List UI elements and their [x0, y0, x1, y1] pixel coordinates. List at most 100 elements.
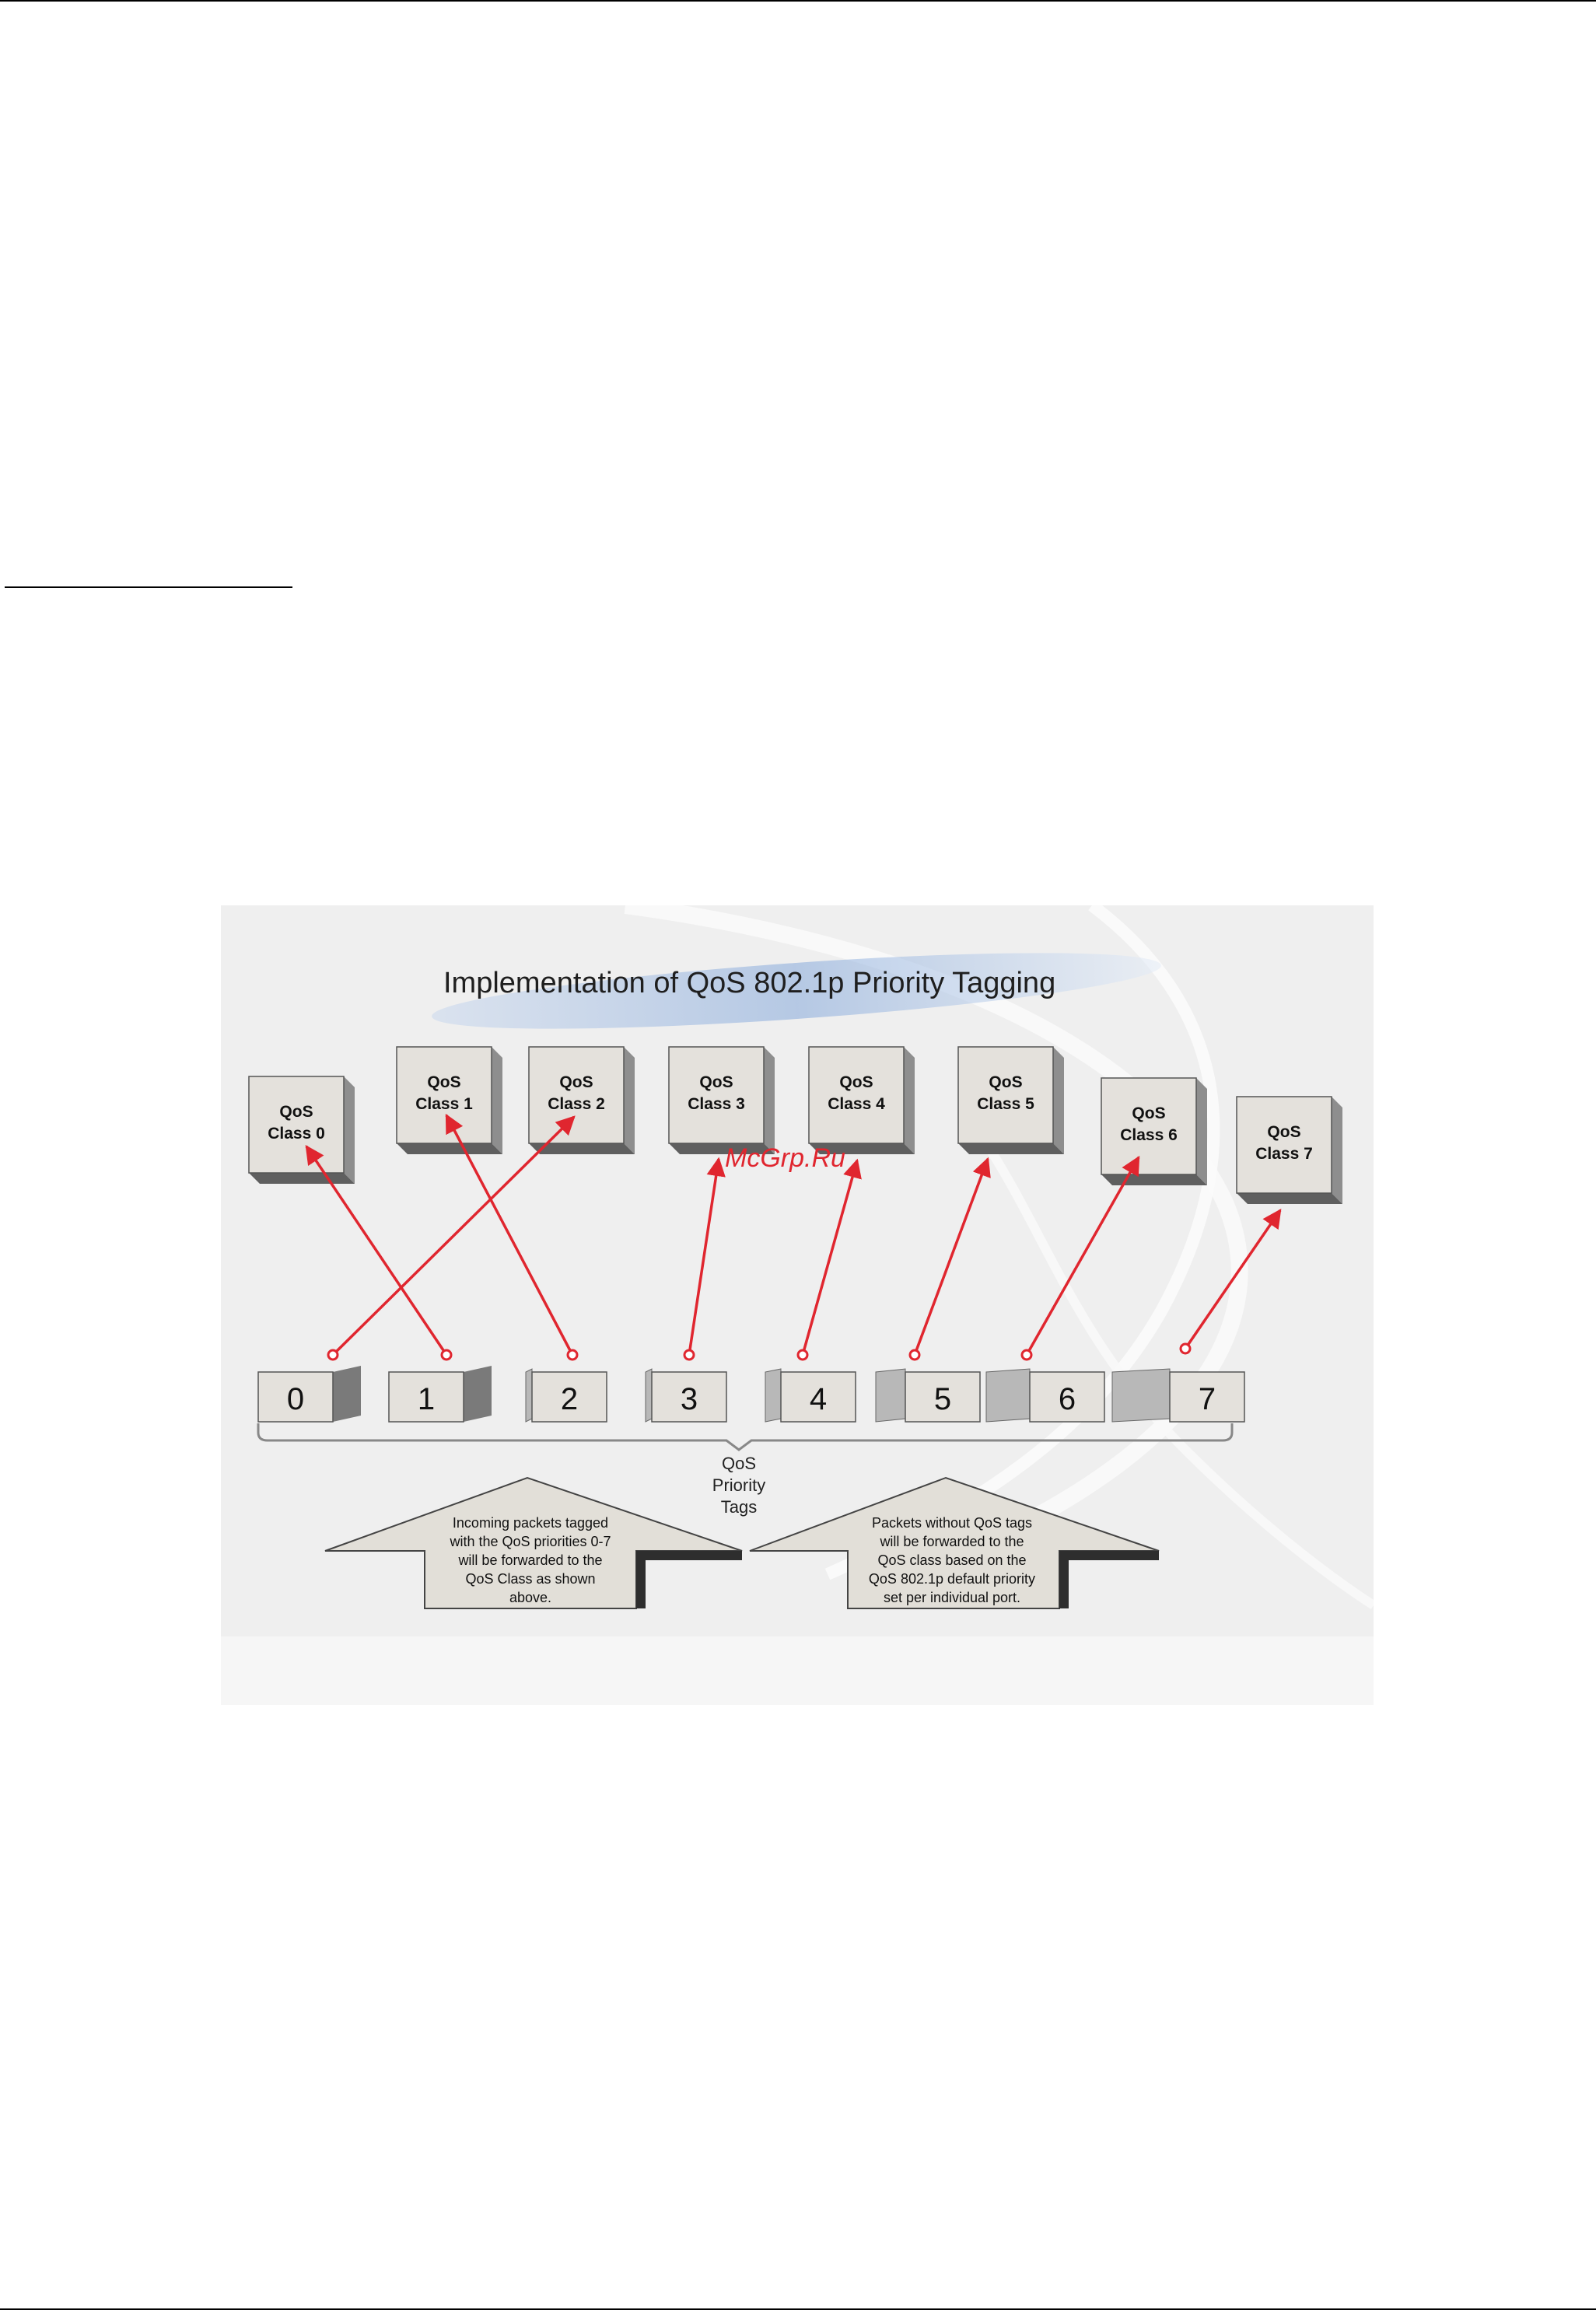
class-box-front	[248, 1076, 345, 1174]
priority-tag-label: 1	[418, 1382, 435, 1416]
class-box-side	[1332, 1097, 1342, 1204]
untagged-packets-note-shadow	[1059, 1551, 1159, 1608]
note-left-line: with the QoS priorities 0-7	[449, 1534, 611, 1549]
tag-group-label-line3: Tags	[721, 1497, 757, 1517]
class-box-label-line2: Class 2	[548, 1095, 605, 1113]
tagged-packets-note-shadow	[636, 1551, 742, 1608]
class-box-label-line2: Class 7	[1255, 1145, 1313, 1163]
tagged-packets-note: Incoming packets tagged with the QoS prio…	[449, 1515, 611, 1605]
tag-box-front	[780, 1371, 856, 1423]
mapping-arrow-tag-2	[445, 1113, 574, 1356]
priority-tag-label: 5	[934, 1382, 951, 1416]
tag-box-side	[875, 1368, 906, 1423]
priority-tag-box-6: 6	[985, 1368, 1105, 1423]
class-box-label-line1: QoS	[839, 1073, 873, 1091]
tag-box-front	[651, 1371, 727, 1423]
mapping-arrow-tag-1	[305, 1144, 448, 1356]
tag-box-side	[464, 1366, 492, 1422]
priority-tag-box-2: 2	[525, 1368, 607, 1423]
class-box-label-line2: Class 5	[977, 1095, 1034, 1113]
mapping-arrow-origin	[908, 1349, 921, 1361]
note-right-line: Packets without QoS tags	[872, 1515, 1032, 1531]
tag-box-side	[765, 1368, 782, 1423]
tag-box-side	[333, 1366, 361, 1422]
diagram-background	[221, 905, 1374, 1705]
class-box-front	[668, 1046, 765, 1144]
priority-tag-box-0: 0	[257, 1366, 361, 1423]
class-box-bottom	[809, 1143, 915, 1154]
section-heading-underline	[5, 586, 292, 588]
qos-class-box-0: QoS Class 0	[248, 1076, 355, 1184]
class-box-side	[624, 1047, 635, 1154]
class-box-side	[1196, 1078, 1207, 1185]
class-box-front	[528, 1046, 625, 1144]
class-box-label-line1: QoS	[699, 1073, 733, 1091]
decorative-swirl	[979, 1136, 1374, 1610]
class-box-label-line2: Class 4	[828, 1095, 885, 1113]
class-box-bottom	[1237, 1193, 1342, 1204]
class-box-side	[492, 1047, 502, 1154]
title-swoosh	[432, 953, 1161, 1029]
class-box-label-line2: Class 1	[415, 1095, 473, 1113]
tag-group-label-line2: Priority	[712, 1475, 765, 1495]
class-box-side	[904, 1047, 915, 1154]
tag-box-front	[1169, 1371, 1245, 1423]
class-box-side	[1053, 1047, 1064, 1154]
top-rule	[0, 0, 1596, 2]
diagram-title: Implementation of QoS 802.1p Priority Ta…	[443, 967, 1055, 999]
mapping-arrow-origin	[1179, 1342, 1192, 1355]
watermark-text: McGrp.Ru	[725, 1143, 845, 1173]
tag-box-front	[1029, 1371, 1105, 1423]
priority-tag-box-1: 1	[388, 1366, 492, 1423]
tag-group-bracket	[257, 1423, 1234, 1451]
qos-class-box-5: QoS Class 5	[957, 1046, 1064, 1154]
class-box-label-line2: Class 0	[268, 1125, 325, 1143]
mapping-arrow-origin	[327, 1349, 339, 1361]
class-box-label-line2: Class 6	[1120, 1126, 1178, 1144]
class-box-bottom	[958, 1143, 1064, 1154]
diagram-bottom-band	[221, 1636, 1374, 1705]
class-box-front	[1236, 1096, 1332, 1194]
qos-class-box-7: QoS Class 7	[1236, 1096, 1342, 1204]
class-box-label-line1: QoS	[989, 1073, 1022, 1091]
tag-box-front	[905, 1371, 981, 1423]
class-box-label-line1: QoS	[559, 1073, 593, 1091]
mapping-arrow-tag-6	[1025, 1155, 1140, 1356]
note-right-line: will be forwarded to the	[879, 1534, 1024, 1549]
priority-tag-box-4: 4	[765, 1368, 856, 1423]
tag-box-side	[1111, 1368, 1171, 1423]
priority-tag-label: 6	[1059, 1382, 1076, 1416]
tag-box-side	[525, 1368, 533, 1423]
class-box-label-line1: QoS	[427, 1073, 460, 1091]
note-right-line: QoS class based on the	[877, 1552, 1026, 1568]
priority-tag-label: 2	[561, 1382, 578, 1416]
mapping-arrow-origin	[796, 1349, 809, 1361]
tag-box-front	[388, 1371, 464, 1423]
priority-tag-label: 0	[287, 1382, 304, 1416]
class-box-label-line1: QoS	[279, 1103, 313, 1121]
bottom-rule	[0, 2308, 1596, 2310]
qos-class-box-2: QoS Class 2	[528, 1046, 635, 1154]
mapping-arrow-tag-3	[688, 1157, 726, 1356]
class-box-side	[764, 1047, 775, 1154]
mapping-arrow-origin	[566, 1349, 579, 1361]
class-box-label-line1: QoS	[1267, 1123, 1300, 1141]
mapping-arrow-tag-5	[913, 1157, 991, 1356]
note-right-line: QoS 802.1p default priority	[869, 1571, 1035, 1587]
qos-class-box-4: QoS Class 4	[808, 1046, 915, 1154]
mapping-arrow-tag-0	[331, 1115, 576, 1356]
priority-tag-box-5: 5	[875, 1368, 981, 1423]
note-left-line: Incoming packets tagged	[453, 1515, 608, 1531]
class-box-bottom	[669, 1143, 775, 1154]
tag-box-side	[645, 1368, 653, 1423]
tag-box-front	[531, 1371, 607, 1423]
qos-class-box-1: QoS Class 1	[396, 1046, 502, 1154]
priority-tag-label: 4	[810, 1382, 827, 1416]
class-box-front	[808, 1046, 905, 1144]
untagged-packets-note: Packets without QoS tags will be forwarde…	[869, 1515, 1035, 1605]
tag-box-front	[257, 1371, 334, 1423]
